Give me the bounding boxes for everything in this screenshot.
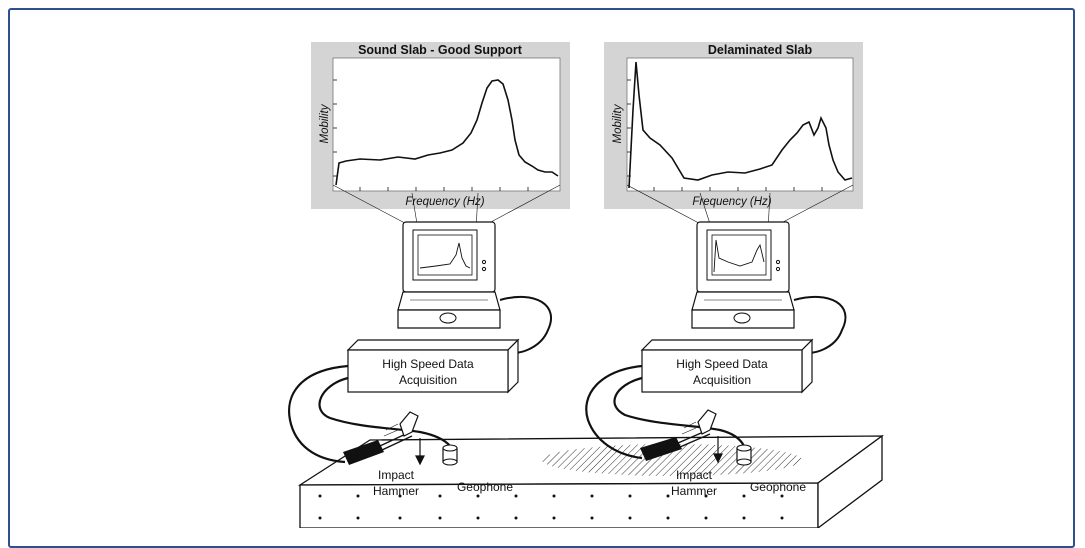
left-laptop: [397, 221, 501, 329]
left-laptop-cable: [499, 295, 552, 354]
right-geophone-sensor: [736, 444, 752, 466]
left-y-axis-ticks: [333, 79, 337, 177]
left-daq-label-line1: High Speed Data: [382, 357, 474, 371]
left-chart-title: Sound Slab - Good Support: [358, 43, 523, 57]
left-x-axis-ticks: [359, 187, 529, 191]
right-laptop-cable: [793, 295, 847, 354]
left-y-axis-label: Mobility: [319, 103, 331, 143]
left-geophone-label: Geophone: [457, 480, 513, 494]
right-daq-label-line1: High Speed Data: [676, 357, 768, 371]
right-hammer-cable: [585, 364, 643, 460]
right-geophone-label: Geophone: [750, 480, 806, 494]
right-hammer-label-line1: Impact: [676, 468, 713, 482]
left-impact-arrow: [415, 438, 425, 466]
right-mobility-curve: [628, 61, 853, 189]
left-mobility-curve: [335, 79, 559, 186]
left-impact-hammer: [343, 411, 419, 465]
right-chart-panel: Delaminated Slab Mobility Frequency (Hz): [604, 42, 863, 209]
left-x-axis-label: Frequency (Hz): [405, 196, 484, 208]
right-impact-arrow: [713, 436, 723, 464]
right-x-axis-ticks: [653, 187, 823, 191]
left-hammer-cable: [288, 364, 349, 464]
left-hammer-label-line1: Impact: [378, 468, 415, 482]
left-chart-panel: Sound Slab - Good Support Mobility Frequ…: [311, 42, 570, 209]
mobility-test-diagram: Sound Slab - Good Support Mobility Frequ…: [288, 42, 885, 528]
right-y-axis-label: Mobility: [612, 103, 624, 143]
right-daq-box: High Speed Data Acquisition: [640, 338, 814, 394]
left-geophone-sensor: [442, 444, 458, 466]
right-laptop: [691, 221, 795, 329]
left-daq-label-line2: Acquisition: [399, 373, 457, 387]
right-geophone-cable: [613, 376, 745, 447]
left-geophone-cable: [318, 376, 451, 447]
left-daq-box: High Speed Data Acquisition: [346, 338, 520, 394]
slab-rebar-dots: [318, 494, 784, 520]
right-hammer-label-line2: Hammer: [671, 484, 717, 498]
right-x-axis-label: Frequency (Hz): [692, 196, 771, 208]
right-daq-label-line2: Acquisition: [693, 373, 751, 387]
right-impact-hammer: [640, 409, 717, 461]
right-chart-title: Delaminated Slab: [708, 43, 813, 57]
left-hammer-label-line2: Hammer: [373, 484, 419, 498]
